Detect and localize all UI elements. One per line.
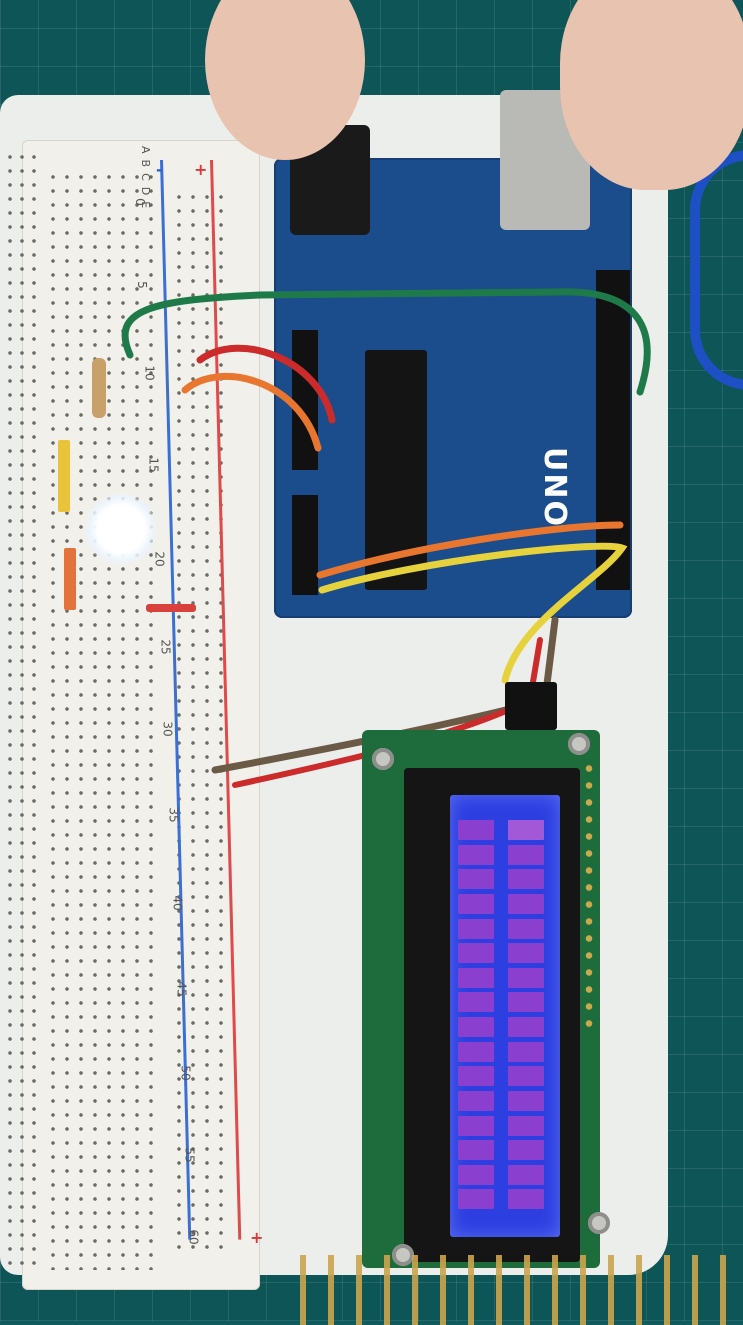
resistor xyxy=(92,358,106,418)
lcd-cell xyxy=(508,844,544,865)
lcd-cell xyxy=(458,1164,494,1185)
orange-wire-top xyxy=(181,373,322,452)
analog-header xyxy=(292,495,318,595)
lcd-cell xyxy=(458,1041,494,1062)
lcd-cell xyxy=(458,1115,494,1136)
yellow-component xyxy=(58,440,70,512)
red-wire-top xyxy=(196,344,336,424)
red-jumper xyxy=(146,604,196,612)
lcd-cell xyxy=(508,1066,544,1087)
lcd-screw-bottom-right xyxy=(588,1212,610,1234)
power-header xyxy=(292,330,318,470)
lcd-cell xyxy=(508,1041,544,1062)
rail-plus-sign-bottom: + xyxy=(250,1228,264,1247)
green-wire xyxy=(121,288,651,396)
lcd-screw-top-right xyxy=(568,733,590,755)
rail-plus-sign: + xyxy=(194,160,208,179)
lcd-cell xyxy=(508,1140,544,1161)
lcd-cell xyxy=(458,1066,494,1087)
lcd-cell xyxy=(458,893,494,914)
finger-right xyxy=(560,0,743,190)
digital-header xyxy=(596,270,630,590)
lcd-cell xyxy=(508,943,544,964)
lcd-cell xyxy=(458,1090,494,1111)
notebook-spiral xyxy=(300,1255,743,1325)
lcd-cell xyxy=(508,1189,544,1210)
lcd-screen xyxy=(450,795,560,1237)
lcd-cell xyxy=(508,992,544,1013)
lcd-cell xyxy=(508,918,544,939)
lcd-cell xyxy=(508,869,544,890)
lcd-cell xyxy=(458,943,494,964)
lcd-cell xyxy=(508,820,544,840)
lcd-cell xyxy=(458,967,494,988)
orange-wire-bottom xyxy=(316,521,624,579)
lcd-cell xyxy=(508,893,544,914)
breadboard-holes-main xyxy=(46,170,156,1270)
lcd-cell xyxy=(458,1140,494,1161)
lcd-cell xyxy=(458,918,494,939)
lcd-screw-top-left xyxy=(372,748,394,770)
breadboard-holes-rail xyxy=(172,190,232,1250)
yellow-wire xyxy=(318,542,628,684)
lcd-cell xyxy=(458,820,494,840)
lcd-cell xyxy=(508,1090,544,1111)
glowing-white-led xyxy=(84,492,158,566)
lcd-connector xyxy=(505,682,557,730)
lcd-header-pins xyxy=(582,760,596,1030)
lcd-cell xyxy=(508,1017,544,1037)
lcd-character-cells xyxy=(458,820,548,1210)
lcd-cell xyxy=(458,1017,494,1037)
lcd-cell xyxy=(458,869,494,890)
lcd-cell xyxy=(508,967,544,988)
lcd-cell xyxy=(458,992,494,1013)
lcd-cell xyxy=(458,1189,494,1210)
lcd-cell xyxy=(508,1164,544,1185)
breadboard-holes-left xyxy=(4,150,42,1270)
lcd-cell xyxy=(458,844,494,865)
lcd-cell xyxy=(508,1115,544,1136)
finger-left xyxy=(205,0,365,160)
orange-component xyxy=(64,548,76,610)
rail-minus-sign: - xyxy=(156,160,163,179)
